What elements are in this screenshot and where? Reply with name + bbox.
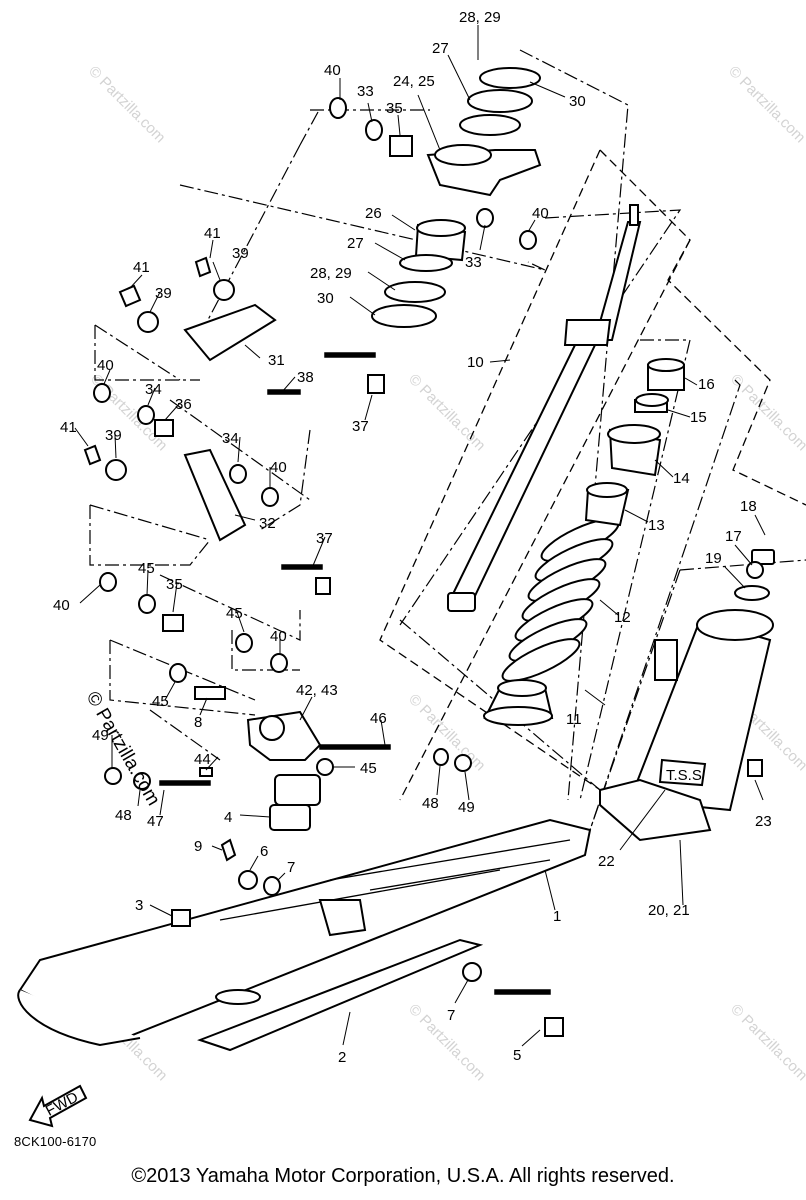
callout: 34 <box>222 430 239 447</box>
callout: 31 <box>268 352 285 369</box>
callout: 11 <box>566 711 582 728</box>
callout: 45 <box>226 605 243 622</box>
callout: 23 <box>755 813 772 830</box>
callout: 44 <box>194 751 211 768</box>
fwd-arrow: FWD <box>28 1084 88 1128</box>
callout: 33 <box>357 83 374 100</box>
callout: 40 <box>270 628 287 645</box>
callout: 40 <box>324 62 341 79</box>
callout: 12 <box>614 609 631 626</box>
callout: 41 <box>60 419 77 436</box>
callout: 47 <box>147 813 164 830</box>
callout: 15 <box>690 409 707 426</box>
callout: 30 <box>317 290 334 307</box>
callout: 8 <box>194 714 202 731</box>
callout: 33 <box>465 254 482 271</box>
callout-labels: 1 2 3 4 5 6 7 7 8 9 10 11 12 13 14 15 16… <box>53 9 772 1066</box>
watermark-tile: © Partzilla.com <box>85 63 168 146</box>
callout: 3 <box>135 897 143 914</box>
callout: 20, 21 <box>648 902 690 919</box>
callout: 35 <box>386 100 403 117</box>
callout: 37 <box>316 530 333 547</box>
copyright-notice: ©2013 Yamaha Motor Corporation, U.S.A. A… <box>131 1165 675 1187</box>
callout: 7 <box>287 859 295 876</box>
watermark-tile: © Partzilla.com <box>725 63 806 146</box>
callout: 5 <box>513 1047 521 1064</box>
callout: 36 <box>175 396 192 413</box>
callout: 9 <box>194 838 202 855</box>
callout: 13 <box>648 517 665 534</box>
callout: 39 <box>232 245 249 262</box>
callout: 27 <box>432 40 449 57</box>
callout: 41 <box>133 259 150 276</box>
callout: 10 <box>467 354 484 371</box>
watermark-tile: © Partzilla.com <box>727 1001 806 1084</box>
shock-top-parts <box>584 358 685 527</box>
callout: 27 <box>347 235 364 252</box>
callout: 34 <box>145 381 162 398</box>
callout: 49 <box>458 799 475 816</box>
leader-lines <box>74 25 766 1047</box>
tss-badge: T.S.S <box>666 767 702 784</box>
callout: 40 <box>53 597 70 614</box>
callout: 4 <box>224 809 232 826</box>
upper-seals <box>371 67 541 328</box>
callout: 45 <box>360 760 377 777</box>
callout: 22 <box>598 853 615 870</box>
callout: 14 <box>673 470 690 487</box>
callout: 6 <box>260 843 268 860</box>
spring-seat <box>483 679 554 726</box>
callout: 17 <box>725 528 742 545</box>
callout: 39 <box>155 285 172 302</box>
callout: 1 <box>553 908 561 925</box>
callout: 39 <box>105 427 122 444</box>
part-code: 8CK100-6170 <box>14 1134 97 1149</box>
link-arms <box>183 303 277 542</box>
steering-housing <box>426 144 542 197</box>
ski <box>17 818 592 1052</box>
callout: 45 <box>138 560 155 577</box>
watermark-tile: © Partzilla.com <box>405 371 488 454</box>
callout: 16 <box>698 376 715 393</box>
fwd-label: FWD <box>43 1089 81 1120</box>
clamp-bracket <box>246 710 322 806</box>
callout: 30 <box>569 93 586 110</box>
callout: 28, 29 <box>459 9 501 26</box>
callout: 2 <box>338 1049 346 1066</box>
callout: 40 <box>97 357 114 374</box>
hardware <box>83 97 564 1037</box>
callout: 40 <box>270 459 287 476</box>
callout: 26 <box>365 205 382 222</box>
tss-badge-plate <box>658 758 707 787</box>
callout: 18 <box>740 498 757 515</box>
callout: 35 <box>166 576 183 593</box>
callout: 32 <box>259 515 276 532</box>
callout: 28, 29 <box>310 265 352 282</box>
callout: 24, 25 <box>393 73 435 90</box>
callout: 46 <box>370 710 387 727</box>
callout: 48 <box>115 807 132 824</box>
callout: 7 <box>447 1007 455 1024</box>
callout: 45 <box>152 693 169 710</box>
shock-absorber <box>447 204 642 612</box>
callout: 38 <box>297 369 314 386</box>
callout: 41 <box>204 225 221 242</box>
callout: 37 <box>352 418 369 435</box>
callout: 48 <box>422 795 439 812</box>
callout: 40 <box>532 205 549 222</box>
callout: 19 <box>705 550 722 567</box>
coil-spring <box>501 518 620 682</box>
callout: 49 <box>92 727 109 744</box>
callout: 42, 43 <box>296 682 338 699</box>
ski-housing: T.S.S <box>599 549 775 842</box>
